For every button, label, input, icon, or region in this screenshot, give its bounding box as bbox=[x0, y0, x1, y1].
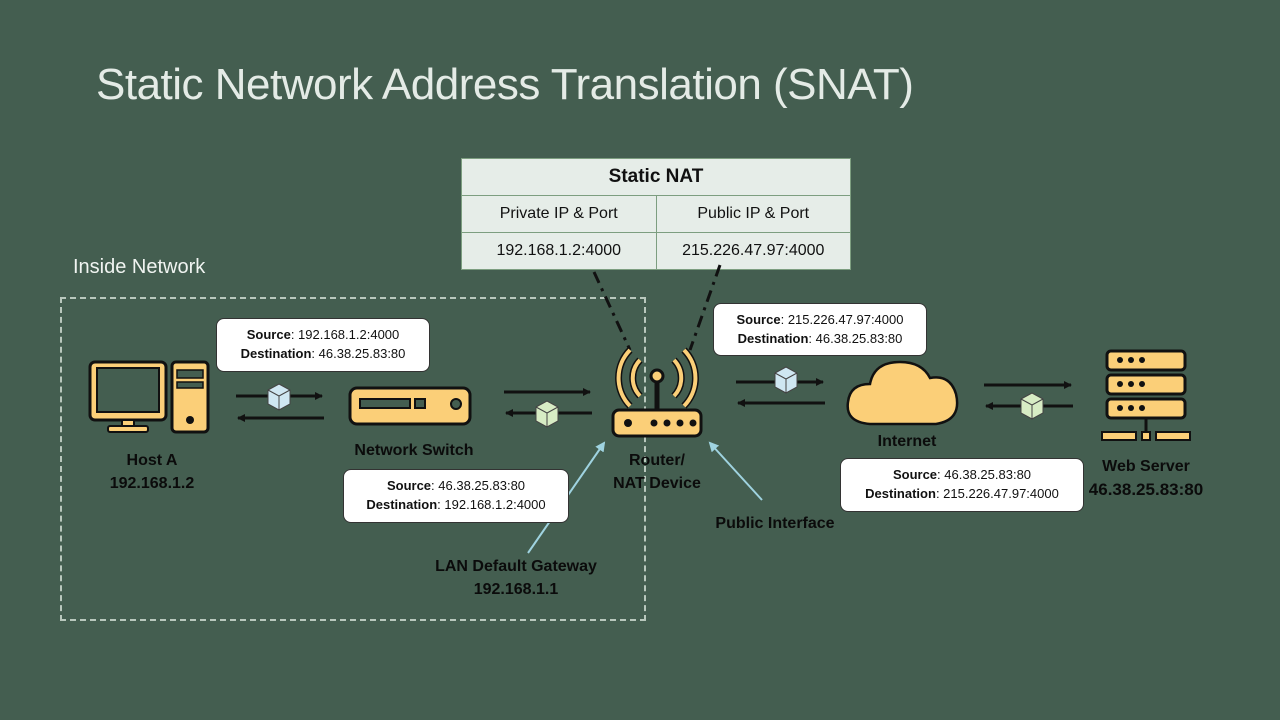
source-label: Source bbox=[386, 478, 432, 493]
public-interface-annotation: Public Interface bbox=[715, 515, 835, 532]
wan-outbound-callout: Source: 215.226.47.97:4000 Destination: … bbox=[713, 303, 927, 356]
callout-source-row: Source: 46.38.25.83:80 bbox=[386, 478, 526, 493]
router-icon bbox=[611, 347, 703, 438]
packet-icon bbox=[535, 400, 559, 428]
router-label: Router/ NAT Device bbox=[596, 449, 718, 495]
public-interface-pointer-line bbox=[708, 441, 763, 501]
gateway-annotation: LAN Default Gateway 192.168.1.1 bbox=[418, 555, 614, 601]
host-ip: 192.168.1.2 bbox=[109, 475, 195, 492]
source-label: Source bbox=[892, 467, 938, 482]
packet-icon bbox=[1020, 392, 1044, 420]
host-computer-icon bbox=[88, 360, 210, 434]
callout-destination-row: Destination: 192.168.1.2:4000 bbox=[366, 497, 546, 512]
destination-label: Destination bbox=[240, 346, 312, 361]
internet-cloud-icon bbox=[846, 360, 959, 426]
network-switch-icon bbox=[348, 386, 472, 426]
source-label: Source bbox=[246, 327, 291, 342]
host-label: Host A 192.168.1.2 bbox=[100, 449, 204, 495]
inside-network-label: Inside Network bbox=[73, 256, 206, 278]
source-value: 46.38.25.83:80 bbox=[438, 478, 526, 493]
destination-value: 46.38.25.83:80 bbox=[318, 346, 406, 361]
internet-label: Internet bbox=[877, 433, 937, 450]
web-server-name: Web Server bbox=[1102, 458, 1190, 475]
lan-inbound-callout: Source: 46.38.25.83:80 Destination: 192.… bbox=[343, 469, 569, 523]
gateway-ip: 192.168.1.1 bbox=[473, 581, 559, 598]
destination-value: 46.38.25.83:80 bbox=[815, 331, 903, 346]
callout-source-row: Source: 215.226.47.97:4000 bbox=[736, 312, 904, 327]
callout-destination-row: Destination: 46.38.25.83:80 bbox=[240, 346, 406, 361]
callout-destination-row: Destination: 215.226.47.97:4000 bbox=[865, 486, 1059, 501]
destination-label: Destination bbox=[366, 497, 438, 512]
traffic-arrows bbox=[236, 378, 1073, 422]
gateway-name: LAN Default Gateway bbox=[435, 558, 597, 575]
callout-destination-row: Destination: 46.38.25.83:80 bbox=[737, 331, 903, 346]
nat-table-header: Static NAT bbox=[461, 158, 851, 196]
web-server-ip: 46.38.25.83:80 bbox=[1088, 480, 1204, 499]
packet-icon bbox=[267, 383, 291, 411]
packet-icon bbox=[774, 366, 798, 394]
destination-value: 215.226.47.97:4000 bbox=[943, 486, 1059, 501]
static-nat-table: Static NAT Private IP & Port Public IP &… bbox=[461, 158, 851, 270]
switch-label: Network Switch bbox=[354, 442, 474, 459]
source-value: 46.38.25.83:80 bbox=[944, 467, 1032, 482]
source-value: 192.168.1.2:4000 bbox=[298, 327, 400, 342]
source-value: 215.226.47.97:4000 bbox=[787, 312, 904, 327]
source-label: Source bbox=[736, 312, 781, 327]
web-server-label: Web Server 46.38.25.83:80 bbox=[1084, 455, 1208, 501]
page-title: Static Network Address Translation (SNAT… bbox=[96, 60, 914, 109]
nat-col-public: Public IP & Port bbox=[655, 195, 851, 233]
router-name-line1: Router/ bbox=[629, 452, 685, 469]
destination-label: Destination bbox=[865, 486, 936, 501]
wan-inbound-callout: Source: 46.38.25.83:80 Destination: 215.… bbox=[840, 458, 1084, 512]
nat-public-value: 215.226.47.97:4000 bbox=[655, 232, 851, 270]
host-name: Host A bbox=[126, 452, 178, 469]
nat-table-link-lines bbox=[592, 264, 722, 351]
web-server-icon bbox=[1101, 349, 1191, 441]
destination-label: Destination bbox=[737, 331, 809, 346]
destination-value: 192.168.1.2:4000 bbox=[444, 497, 546, 512]
lan-outbound-callout: Source: 192.168.1.2:4000 Destination: 46… bbox=[216, 318, 430, 372]
router-name-line2: NAT Device bbox=[613, 475, 701, 492]
callout-source-row: Source: 46.38.25.83:80 bbox=[892, 467, 1032, 482]
callout-source-row: Source: 192.168.1.2:4000 bbox=[246, 327, 400, 342]
inside-network-boundary bbox=[60, 297, 646, 621]
